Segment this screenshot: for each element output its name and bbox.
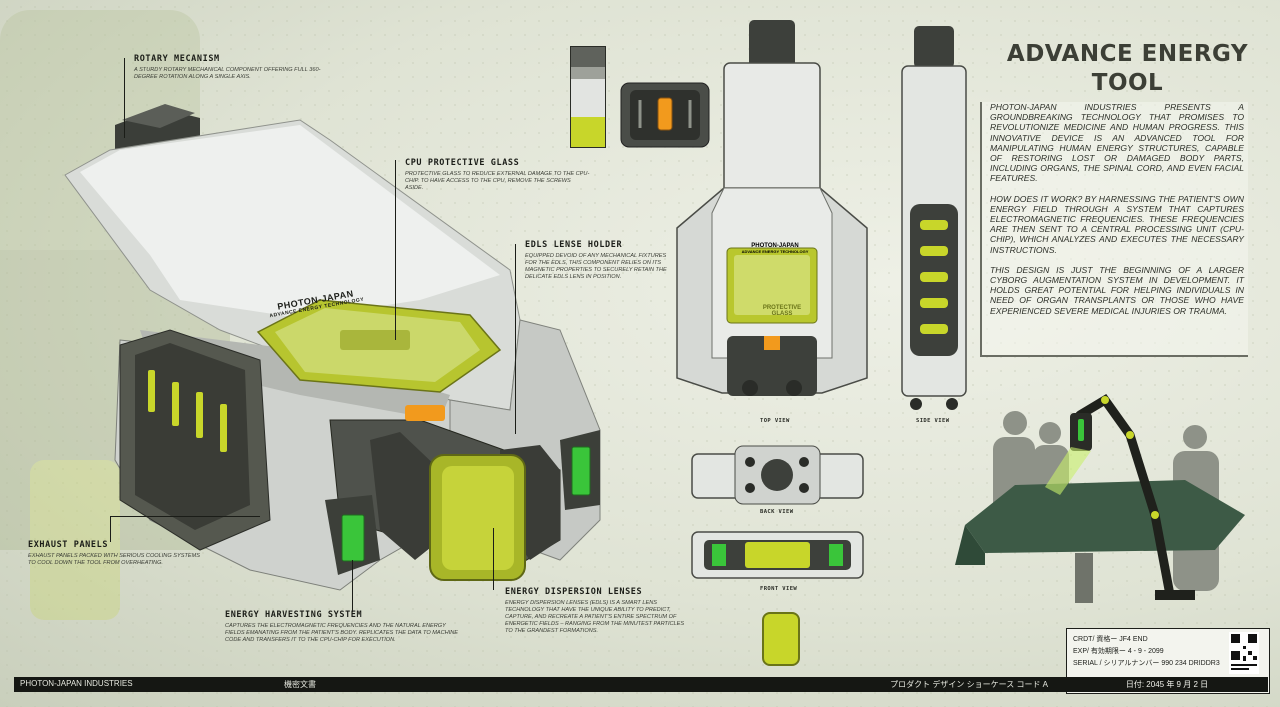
callout-exhaust-title: EXHAUST PANELS [28, 540, 109, 550]
callout-edls-text: EQUIPPED DEVOID OF ANY MECHANICAL FIXTUR… [525, 253, 667, 280]
description-paragraph-2: HOW DOES IT WORK? BY HARNESSING THE PATI… [990, 193, 1244, 255]
callout-cpu-text: PROTECTIVE GLASS TO REDUCE EXTERNAL DAMA… [405, 171, 590, 191]
side-view-illustration [901, 26, 967, 410]
top-view-brand-sub: ADVANCE ENERGY TECHNOLOGY [741, 249, 809, 254]
top-view-brand-name: PHOTON-JAPAN [751, 243, 799, 249]
callout-edls: EDLS LENSE HOLDER EQUIPPED DEVOID OF ANY… [525, 240, 670, 281]
callout-cpu-title: CPU PROTECTIVE GLASS [405, 158, 520, 168]
card-line-3: SERIAL / シリアルナンバー 990 234 DRIDDR3 [1073, 660, 1220, 667]
lens-standalone [762, 612, 800, 666]
callout-rotary: ROTARY MECANISM A STURDY ROTARY MECHANIC… [134, 54, 324, 81]
callout-edls-title: EDLS LENSE HOLDER [525, 240, 623, 250]
callout-lenses-title: ENERGY DISPERSION LENSES [505, 587, 643, 597]
back-view-illustration [691, 445, 864, 505]
page-title: ADVANCE ENERGY TOOL [1000, 40, 1255, 98]
description-panel: PHOTON-JAPAN INDUSTRIES PRESENTS A GROUN… [980, 102, 1248, 357]
exhaust-leader-v [110, 516, 111, 542]
exhaust-panel [119, 329, 271, 551]
description-paragraph-1: PHOTON-JAPAN INDUSTRIES PRESENTS A GROUN… [990, 102, 1244, 184]
cpu-protective-glass [256, 299, 502, 393]
cpu-chip-illustration [620, 82, 710, 148]
edls-leader [515, 244, 516, 434]
callout-harvest-title: ENERGY HARVESTING SYSTEM [225, 610, 363, 620]
page-title-line-2: TOOL [1091, 70, 1164, 96]
back-view-label: BACK VIEW [760, 509, 794, 515]
footer-confidential: 機密文書 [284, 680, 316, 689]
exhaust-leader [110, 516, 260, 517]
card-line-2: EXP/ 有効期限ー 4 - 9 - 2099 [1073, 648, 1164, 655]
lenses-leader [493, 528, 494, 590]
cpu-leader [395, 160, 396, 340]
date-bar: 日付: 2045 年 9 月 2 日 [1066, 677, 1268, 692]
top-view-glass-label: PROTECTIVE GLASS [762, 305, 802, 317]
color-swatch [570, 46, 606, 148]
callout-lenses: ENERGY DISPERSION LENSES ENERGY DISPERSI… [505, 587, 685, 635]
callout-exhaust: EXHAUST PANELS EXHAUST PANELS PACKED WIT… [28, 540, 208, 567]
qr-code-icon [1229, 632, 1259, 674]
rotary-leader [124, 58, 125, 138]
top-view-illustration [676, 20, 868, 396]
front-view-illustration [691, 531, 864, 579]
description-paragraph-3: THIS DESIGN IS JUST THE BEGINNING OF A L… [990, 264, 1244, 316]
side-view-label: SIDE VIEW [916, 418, 950, 424]
callout-rotary-title: ROTARY MECANISM [134, 54, 220, 64]
harvest-leader [352, 560, 353, 612]
energy-dispersion-lens [429, 454, 526, 581]
callout-harvest-text: CAPTURES THE ELECTROMAGNETIC FREQUENCIES… [225, 623, 459, 643]
callout-rotary-text: A STURDY ROTARY MECHANICAL COMPONENT OFF… [134, 67, 321, 80]
card-line-1: CRDT/ 資格ー JF4 END [1073, 636, 1148, 643]
callout-cpu: CPU PROTECTIVE GLASS PROTECTIVE GLASS TO… [405, 158, 590, 192]
top-view-brand: PHOTON-JAPAN ADVANCE ENERGY TECHNOLOGY [730, 243, 820, 254]
footer-showcase: プロダクト デザイン ショーケース コード A [890, 680, 1048, 689]
surgery-scene-illustration [955, 394, 1245, 603]
callout-harvest: ENERGY HARVESTING SYSTEM CAPTURES THE EL… [225, 610, 465, 644]
footer-bar: PHOTON-JAPAN INDUSTRIES 機密文書 プロダクト デザイン … [14, 677, 1066, 692]
top-view-label: TOP VIEW [760, 418, 790, 424]
front-view-label: FRONT VIEW [760, 586, 798, 592]
footer-company: PHOTON-JAPAN INDUSTRIES [20, 679, 133, 688]
callout-exhaust-text: EXHAUST PANELS PACKED WITH SERIOUS COOLI… [28, 553, 200, 566]
callout-lenses-text: ENERGY DISPERSION LENSES (EDLS) IS A SMA… [505, 600, 685, 634]
energy-harvesting-panel [325, 430, 600, 575]
page-title-line-1: ADVANCE ENERGY [1006, 41, 1249, 67]
